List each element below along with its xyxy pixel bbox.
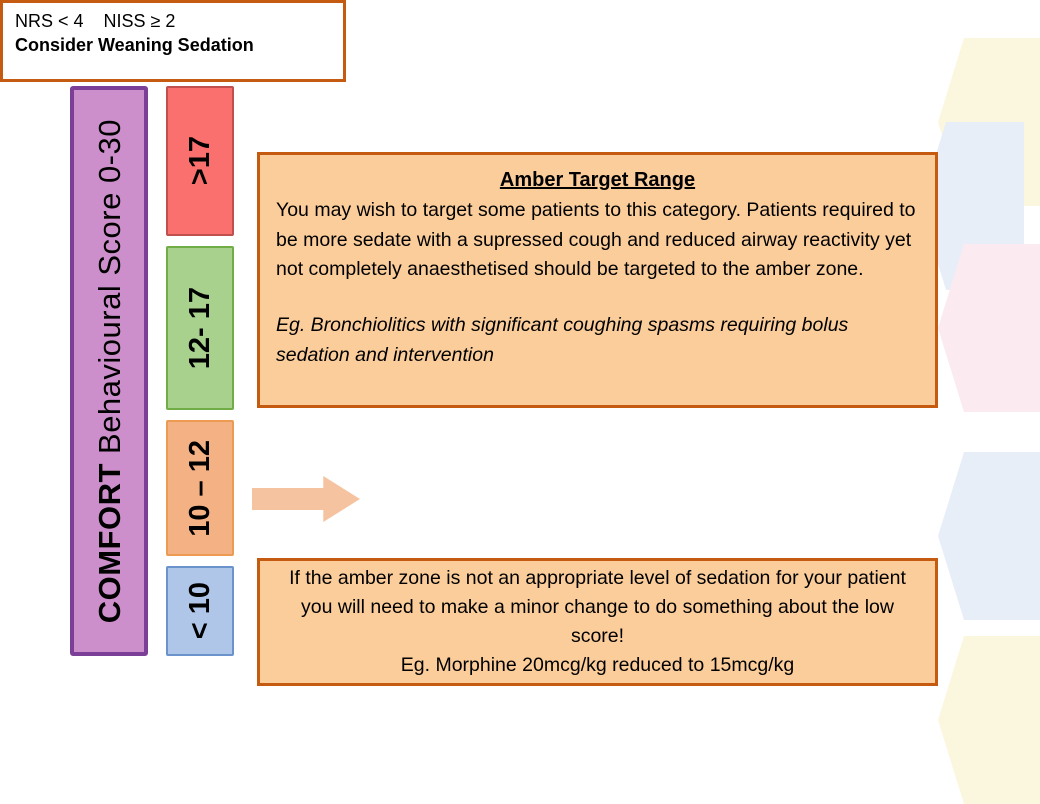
amber-target-range-body: You may wish to target some patients to … bbox=[276, 199, 916, 281]
amber-target-range-example: Eg. Bronchiolitics with significant coug… bbox=[276, 313, 849, 366]
right-arrow-icon bbox=[252, 476, 360, 522]
score-range-chip-4: < 10 bbox=[166, 566, 234, 656]
nrs-niss-action: Consider Weaning Sedation bbox=[15, 35, 254, 56]
low-score-guidance-example: Eg. Morphine 20mcg/kg reduced to 15mcg/k… bbox=[400, 653, 795, 676]
amber-target-range-heading: Amber Target Range bbox=[499, 169, 696, 191]
comfort-score-title-bar: COMFORT Behavioural Score 0-30 bbox=[70, 86, 148, 656]
amber-target-range-panel: Amber Target Range You may wish to targe… bbox=[257, 152, 938, 408]
score-range-chip-label: < 10 bbox=[183, 582, 216, 640]
comfort-score-title-bold: COMFORT bbox=[91, 462, 127, 624]
nrs-niss-criteria: NRS < 4 NISS ≥ 2 bbox=[15, 11, 176, 31]
decorative-hexagon-4 bbox=[938, 452, 1040, 620]
decorative-hexagon-group bbox=[920, 0, 1040, 804]
score-range-chip-label: 12- 17 bbox=[183, 286, 216, 370]
comfort-score-title-rest: Behavioural Score 0-30 bbox=[91, 118, 127, 463]
score-range-chip-label: >17 bbox=[183, 136, 216, 186]
low-score-guidance-panel: If the amber zone is not an appropriate … bbox=[257, 558, 938, 686]
comfort-score-title-text: COMFORT Behavioural Score 0-30 bbox=[91, 118, 127, 624]
score-range-chip-1: >17 bbox=[166, 86, 234, 236]
decorative-hexagon-5 bbox=[938, 636, 1040, 804]
nrs-niss-panel: NRS < 4 NISS ≥ 2 Consider Weaning Sedati… bbox=[0, 0, 346, 82]
low-score-guidance-text: If the amber zone is not an appropriate … bbox=[289, 567, 906, 647]
decorative-hexagon-3 bbox=[938, 244, 1040, 412]
score-range-chip-2: 12- 17 bbox=[166, 246, 234, 410]
score-range-chip-3: 10 – 12 bbox=[166, 420, 234, 556]
decorative-hexagon-1 bbox=[938, 38, 1040, 206]
score-range-chip-label: 10 – 12 bbox=[183, 439, 216, 537]
